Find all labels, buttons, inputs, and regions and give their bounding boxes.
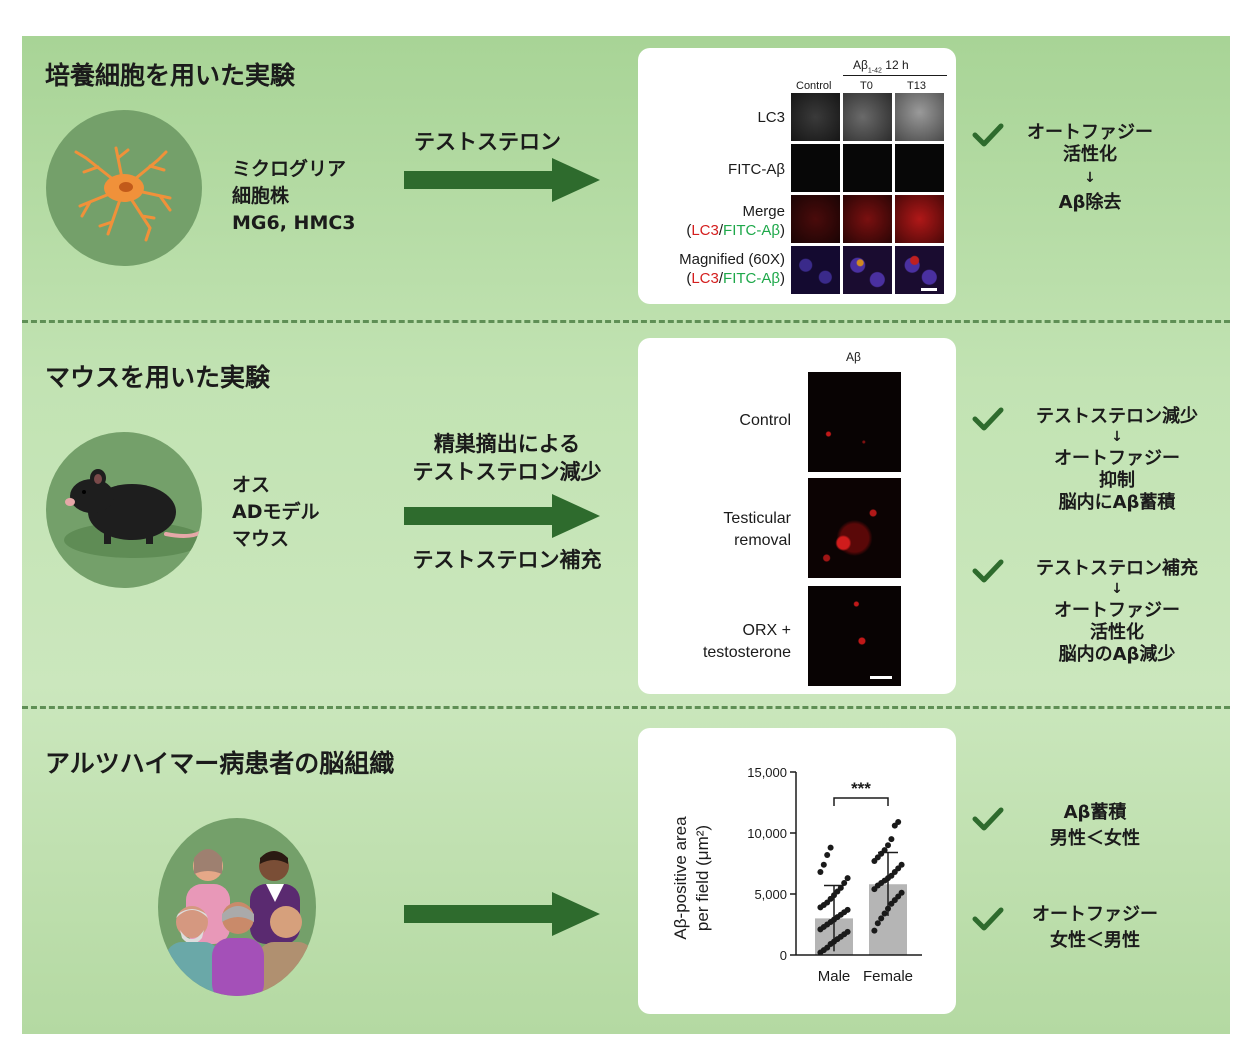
y-axis-label-line1: Aβ-positive area: [671, 816, 690, 940]
x-tick-label-male: Male: [818, 968, 851, 985]
data-point-female: [885, 842, 891, 849]
data-point-female: [888, 836, 895, 843]
data-point-male: [827, 844, 834, 851]
data-point-female: [885, 905, 891, 912]
arrow-label-orchiectomy: 精巣摘出による テストステロン減少: [412, 432, 602, 484]
chart-card: [638, 728, 956, 1014]
data-point-male: [837, 884, 844, 891]
micrograph-abeta-control: [808, 372, 901, 472]
microglia-circle: [46, 110, 202, 266]
y-tick-label: 15,000: [747, 765, 787, 780]
data-point-male: [820, 861, 827, 868]
y-tick-label: 5,000: [754, 887, 787, 902]
abeta-bar-chart: Aβ-positive area per field (μm²) 0 5,000 1…: [671, 765, 922, 985]
row-label-control: Control: [739, 412, 791, 429]
result-testosterone-supplement: テストステロン補充 ↓ オートファジー 活性化 脳内のAβ減少: [1036, 558, 1198, 665]
result-autophagy-sex: オートファジー 女性＜男性: [1032, 904, 1158, 951]
column-header-control: Control: [796, 80, 832, 92]
check-icon: [972, 907, 1004, 931]
result-abeta-accumulation: Aβ蓄積 男性＜女性: [1050, 802, 1140, 849]
micrograph-cell-lc3-t13: [895, 93, 944, 141]
section-divider-1: [22, 320, 1230, 323]
micrograph-cell-magnified-t13: [895, 246, 944, 294]
people-icon: [166, 849, 314, 996]
micrograph-abeta-testicular-removal: [808, 478, 901, 578]
mouse-icon: [64, 469, 202, 558]
y-axis-label-line2: per field (μm²): [693, 825, 712, 931]
micrograph-card-mice: [638, 338, 956, 694]
data-point-male: [841, 880, 848, 887]
micrograph2-header: Aβ: [846, 350, 861, 364]
row-label-testicular-removal: Testicular removal: [723, 510, 791, 549]
result-autophagy-activation: オートファジー 活性化 ↓ Aβ除去: [1027, 122, 1153, 213]
micrograph-cell-merge-t13: [895, 195, 944, 243]
check-icon: [972, 407, 1004, 431]
data-point-male: [844, 906, 851, 913]
micrograph-header-line: [843, 75, 947, 76]
micrograph-cell-magnified-t0: [843, 246, 892, 294]
check-icon: [972, 807, 1004, 831]
section-title-mouse: マウスを用いた実験: [45, 363, 271, 392]
significance-bracket: [833, 797, 889, 806]
micrograph-cell-fitc-control: [791, 144, 840, 192]
data-point-female: [898, 889, 905, 896]
micrograph-header-abeta: Aβ1-42 12 h: [853, 58, 909, 75]
data-point-male: [844, 928, 851, 935]
row-label-lc3: LC3: [757, 109, 785, 126]
micrograph-cell-magnified-control: [791, 246, 840, 294]
row-label-magnified: Magnified (60X) (LC3/FITC-Aβ): [679, 251, 785, 287]
check-icon: [972, 559, 1004, 583]
micrograph-cell-lc3-t0: [843, 93, 892, 141]
data-point-male: [817, 869, 824, 876]
patients-circle: [158, 818, 316, 996]
data-point-female: [881, 910, 888, 917]
micrograph-cell-fitc-t13: [895, 144, 944, 192]
micrograph-cell-merge-control: [791, 195, 840, 243]
result-testosterone-decrease: テストステロン減少 ↓ オートファジー 抑制 脳内にAβ蓄積: [1036, 406, 1198, 513]
data-point-female: [895, 819, 902, 826]
right-arrow-icon: [404, 494, 600, 538]
row-label-fitc: FITC-Aβ: [728, 161, 785, 178]
data-point-female: [898, 861, 905, 868]
section-title-human-brain: アルツハイマー病患者の脳組織: [45, 749, 395, 778]
micrograph-cell-lc3-control: [791, 93, 840, 141]
right-arrow-icon: [404, 892, 600, 936]
right-arrow-icon: [404, 158, 600, 202]
subject-label-mice: オス ADモデル マウス: [232, 474, 320, 550]
data-point-female: [878, 915, 885, 922]
subject-label-cells: ミクログリア 細胞株 MG6, HMC3: [232, 158, 356, 234]
column-header-t13: T13: [907, 80, 926, 92]
micrograph-cell-fitc-t0: [843, 144, 892, 192]
scale-bar: [870, 676, 892, 679]
arrow-label-testosterone-supplement: テストステロン補充: [412, 548, 602, 572]
data-point-female: [874, 920, 881, 927]
x-tick-label-female: Female: [863, 968, 913, 985]
micrograph-cell-merge-t0: [843, 195, 892, 243]
y-tick-label: 0: [780, 948, 787, 963]
data-point-male: [824, 851, 831, 858]
data-point-male: [844, 875, 851, 882]
row-label-orx-testosterone: ORX + testosterone: [702, 622, 791, 661]
section-title-cell-culture: 培養細胞を用いた実験: [45, 61, 296, 90]
column-header-t0: T0: [860, 80, 873, 92]
data-point-female: [871, 927, 878, 934]
mouse-circle: [46, 432, 202, 588]
row-label-merge: Merge (LC3/FITC-Aβ): [686, 203, 785, 239]
y-tick-label: 10,000: [747, 826, 787, 841]
micrograph-abeta-orx-testosterone: [808, 586, 901, 686]
significance-label: ***: [851, 779, 871, 798]
arrow-label-testosterone: テストステロン: [414, 130, 561, 154]
section-divider-2: [22, 706, 1230, 709]
data-point-female: [881, 847, 888, 854]
scale-bar: [921, 288, 937, 291]
microglia-icon: [74, 146, 172, 242]
check-icon: [972, 123, 1004, 147]
